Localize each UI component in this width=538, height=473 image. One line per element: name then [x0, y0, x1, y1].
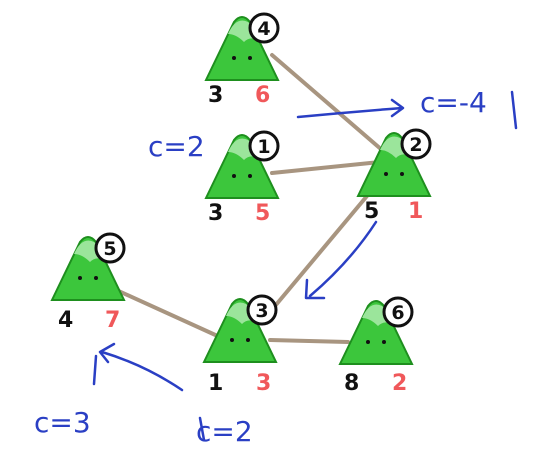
node-4-left-value: 3 — [208, 83, 223, 108]
node-eye-left — [384, 172, 388, 176]
node-eye-left — [366, 340, 370, 344]
node-id: 5 — [103, 238, 116, 260]
annotation-c-top-right: c=-4 — [420, 86, 487, 119]
edge-4-2 — [270, 53, 384, 152]
annotation-c-bottom-mid: c=2 — [196, 415, 253, 448]
edges — [110, 53, 384, 344]
node-5-left-value: 4 — [58, 308, 73, 333]
node-4-right-value: 6 — [255, 83, 270, 108]
annotation-c-left: c=2 — [148, 130, 205, 163]
node-6: 6 — [338, 296, 414, 365]
node-1-left-value: 3 — [208, 201, 223, 226]
edge-5-3 — [110, 286, 224, 340]
node-1: 1 — [204, 130, 280, 199]
id-badge — [248, 130, 280, 162]
id-badge — [246, 294, 278, 326]
node-id: 4 — [257, 18, 270, 40]
node-id: 3 — [255, 300, 268, 322]
edge-2-3 — [268, 188, 374, 314]
node-6-right-value: 2 — [392, 371, 407, 396]
node-3: 3 — [202, 294, 278, 363]
c-right-tick — [510, 90, 518, 130]
id-badge — [94, 232, 126, 264]
arrow-right — [296, 98, 405, 119]
node-5-right-value: 7 — [105, 308, 120, 333]
id-badge — [382, 296, 414, 328]
node-3-right-value: 3 — [256, 371, 271, 396]
node-eye-right — [94, 276, 98, 280]
node-4: 4 — [204, 12, 280, 81]
node-2-right-value: 1 — [408, 199, 423, 224]
node-eye-right — [246, 338, 250, 342]
node-eye-left — [232, 174, 236, 178]
node-2: 2 — [356, 128, 432, 197]
node-eye-left — [78, 276, 82, 280]
underline-c-bottom-mid — [198, 416, 206, 442]
annotation-c-bottom-left: c=3 — [34, 406, 91, 439]
id-badge — [400, 128, 432, 160]
node-5: 5 — [50, 232, 126, 301]
node-6-left-value: 8 — [344, 371, 359, 396]
node-2-left-value: 5 — [364, 199, 379, 224]
ink-strokes — [92, 90, 518, 442]
edge-1-2 — [270, 160, 382, 175]
node-eye-left — [230, 338, 234, 342]
node-eye-right — [382, 340, 386, 344]
id-badge — [248, 12, 280, 44]
node-id: 6 — [391, 302, 404, 324]
node-3-left-value: 1 — [208, 371, 223, 396]
node-id: 2 — [409, 134, 422, 156]
edge-3-6 — [268, 338, 350, 344]
node-eye-right — [248, 174, 252, 178]
node-eye-left — [232, 56, 236, 60]
arrow-down-left — [304, 220, 378, 300]
arrow-up-left — [92, 342, 184, 392]
node-1-right-value: 5 — [255, 201, 270, 226]
node-id: 1 — [257, 136, 270, 158]
node-eye-right — [248, 56, 252, 60]
node-eye-right — [400, 172, 404, 176]
